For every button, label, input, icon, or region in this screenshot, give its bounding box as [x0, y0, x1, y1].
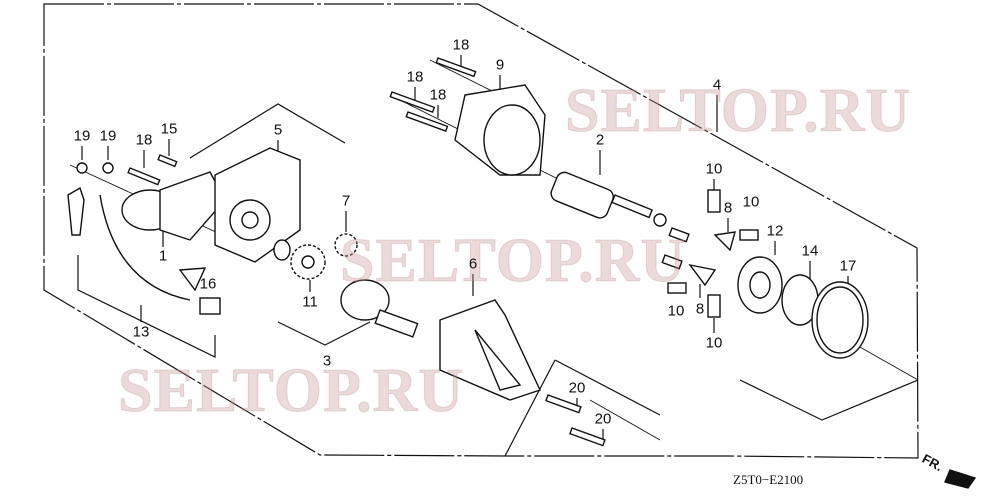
callout-13: 13 [132, 323, 150, 341]
callout-18: 18 [452, 36, 470, 54]
callout-16: 16 [199, 275, 217, 293]
callout-4: 4 [712, 76, 722, 94]
callout-12: 12 [766, 222, 784, 240]
callout-20: 20 [568, 379, 586, 397]
callout-18: 18 [406, 68, 424, 86]
callout-8: 8 [723, 199, 733, 217]
callout-7: 7 [341, 192, 351, 210]
callout-17: 17 [839, 257, 857, 275]
callout-3: 3 [322, 352, 332, 370]
callout-2: 2 [595, 131, 605, 149]
callout-5: 5 [273, 121, 283, 139]
callout-18: 18 [429, 86, 447, 104]
diagram-code: Z5T0−E2100 [733, 472, 804, 487]
callout-6: 6 [468, 255, 478, 273]
callout-11: 11 [302, 293, 318, 311]
callout-8: 8 [695, 300, 705, 318]
callout-14: 14 [801, 242, 819, 260]
watermark: SELTOP.RU [339, 227, 687, 295]
callout-18: 18 [135, 131, 153, 149]
callout-20: 20 [594, 410, 612, 428]
watermark: SELTOP.RU [564, 77, 912, 145]
callout-10: 10 [705, 334, 723, 352]
callout-1: 1 [158, 247, 168, 265]
watermark: SELTOP.RU [117, 357, 465, 425]
callout-15: 15 [160, 120, 178, 138]
callout-9: 9 [495, 56, 505, 74]
callout-10: 10 [667, 302, 685, 320]
callout-10: 10 [742, 193, 760, 211]
callout-10: 10 [705, 160, 723, 178]
callout-19: 19 [73, 127, 91, 145]
callout-19: 19 [99, 127, 117, 145]
